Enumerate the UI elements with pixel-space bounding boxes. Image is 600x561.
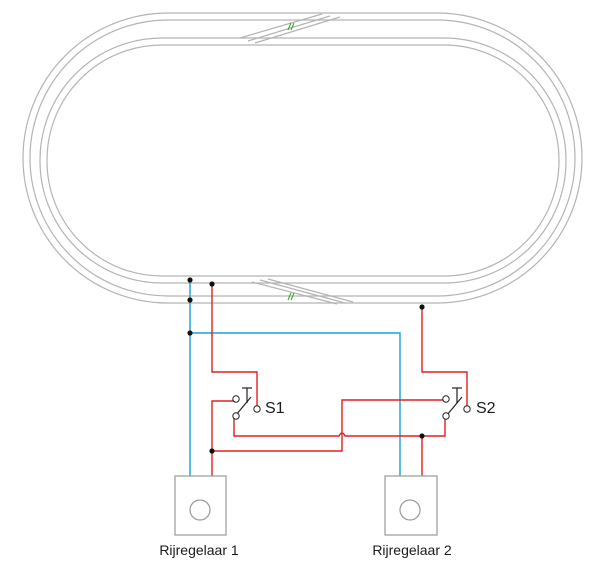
- switch-s1-contact-b: [232, 412, 240, 420]
- top-crossover: [239, 13, 341, 44]
- feeder-s1b-to-s2b: [233, 417, 446, 437]
- outer-track-rail-outer: [22, 12, 583, 304]
- junction-dot: [419, 433, 425, 439]
- switch-s1: S1: [232, 387, 285, 420]
- switch-s1-contact-a: [232, 395, 240, 403]
- switch-s2-contact-a: [442, 395, 450, 403]
- switch-s2-contact-b: [442, 412, 450, 420]
- controller-2: Rijregelaar 2: [372, 475, 452, 558]
- junction-dot: [187, 330, 193, 336]
- controller-1-label: Rijregelaar 1: [159, 542, 239, 558]
- junction-dots: [187, 277, 425, 454]
- feeder-wires: [211, 284, 468, 476]
- controller-1: Rijregelaar 1: [159, 475, 239, 558]
- feeder-c1-to-s1-a: [211, 400, 234, 476]
- switch-s2-label: S2: [476, 400, 496, 417]
- controller-2-knob-icon: [399, 499, 421, 521]
- feeder-track-to-s2: [421, 307, 468, 407]
- controller-1-knob-icon: [189, 499, 211, 521]
- switch-s2-common: [463, 405, 471, 413]
- switch-s2-lever: [446, 396, 463, 416]
- top-insulator-mark: [287, 22, 295, 31]
- junction-dot: [187, 297, 193, 303]
- return-wires: [189, 279, 401, 476]
- outer-track-rail-inner: [29, 19, 576, 297]
- junction-dot: [209, 281, 215, 287]
- junction-dot: [419, 304, 425, 310]
- inner-track-rail-outer: [39, 37, 567, 284]
- switch-s1-label: S1: [265, 400, 285, 417]
- inner-track-rail-inner: [46, 44, 560, 277]
- junction-dot: [187, 277, 193, 283]
- return-wire-controller-2: [190, 332, 401, 476]
- feeder-c1-to-s2-a: [212, 399, 445, 452]
- switch-s1-common: [253, 405, 261, 413]
- bottom-insulator-mark: [287, 292, 295, 301]
- switch-s2: S2: [442, 387, 496, 420]
- feeder-track-to-s1: [211, 284, 258, 407]
- junction-dot: [209, 448, 215, 454]
- track-layout: [22, 12, 583, 304]
- switch-s1-lever: [235, 396, 252, 416]
- controller-2-label: Rijregelaar 2: [372, 542, 452, 558]
- bottom-crossover: [251, 278, 354, 305]
